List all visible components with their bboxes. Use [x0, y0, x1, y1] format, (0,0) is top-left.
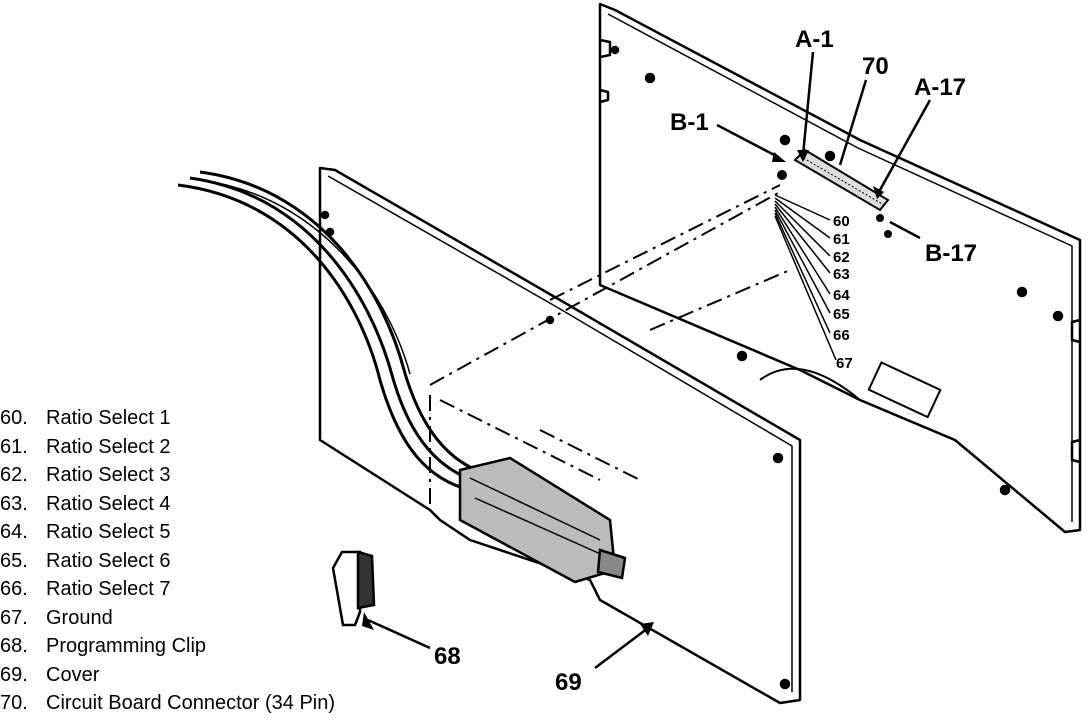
pin-label: 61: [833, 231, 850, 248]
legend-text: Circuit Board Connector (34 Pin): [46, 692, 336, 714]
legend-item: 62. Ratio Select 3: [0, 461, 335, 490]
legend-text: Ratio Select 6: [46, 549, 171, 572]
legend-item: 70. Circuit Board Connector (34 Pin): [0, 689, 335, 718]
legend-number: 61.: [0, 435, 28, 458]
legend-text: Ground: [46, 606, 113, 629]
callout-69: 69: [555, 669, 582, 696]
legend-number: 67.: [0, 606, 28, 629]
legend-text: Ratio Select 4: [46, 492, 171, 515]
legend-text: Ratio Select 1: [46, 407, 171, 429]
legend-number: 62.: [0, 464, 28, 486]
legend-text: Ratio Select 7: [46, 578, 171, 600]
legend-text: Cover: [46, 663, 100, 686]
legend-number: 64.: [0, 521, 28, 543]
legend-number: 68.: [0, 635, 28, 657]
programming-clip: [331, 550, 376, 627]
callout-70: 70: [862, 53, 889, 80]
pin-label: 63: [833, 266, 850, 283]
legend-number: 65.: [0, 549, 28, 572]
legend-item: 60. Ratio Select 1: [0, 404, 335, 433]
callout-a1: A-1: [795, 26, 834, 53]
legend-number: 70.: [0, 692, 28, 714]
legend-number: 63.: [0, 492, 28, 515]
alignment-lines: [429, 184, 791, 510]
cover-panel: [318, 166, 802, 705]
legend-text: Ratio Select 3: [46, 464, 171, 486]
legend-item: 63. Ratio Select 4: [0, 490, 335, 519]
legend-text: Ratio Select 2: [46, 435, 171, 458]
legend-item: 61. Ratio Select 2: [0, 433, 335, 462]
harness-connector: [458, 456, 627, 584]
circuit-board-panel: [598, 2, 1082, 534]
pin-label: 66: [833, 327, 850, 344]
legend-item: 65. Ratio Select 6: [0, 547, 335, 576]
pin-leaders: [774, 194, 837, 361]
legend-number: 66.: [0, 578, 28, 600]
pin-label: 64: [833, 287, 850, 304]
pin-label: 60: [833, 213, 850, 230]
board-connector-strip: [777, 148, 892, 238]
legend-item: 66. Ratio Select 7: [0, 575, 335, 604]
legend-item: 64. Ratio Select 5: [0, 518, 335, 547]
legend-item: 69. Cover: [0, 661, 335, 690]
pin-label: 65: [833, 306, 850, 323]
legend-text: Ratio Select 5: [46, 521, 171, 543]
pin-label: 67: [836, 355, 853, 372]
parts-legend: 60. Ratio Select 1 61. Ratio Select 2 62. R…: [0, 404, 335, 718]
legend-number: 69.: [0, 663, 28, 686]
callout-b17: B-17: [925, 240, 977, 267]
legend-item: 68. Programming Clip: [0, 632, 335, 661]
legend-number: 60.: [0, 407, 28, 429]
callout-a17: A-17: [914, 74, 966, 101]
callout-b1: B-1: [670, 109, 709, 136]
pin-label: 62: [833, 249, 850, 266]
legend-item: 67. Ground: [0, 604, 335, 633]
callout-68: 68: [434, 643, 461, 670]
legend-text: Programming Clip: [46, 635, 207, 657]
callout-arrows: [362, 51, 932, 669]
